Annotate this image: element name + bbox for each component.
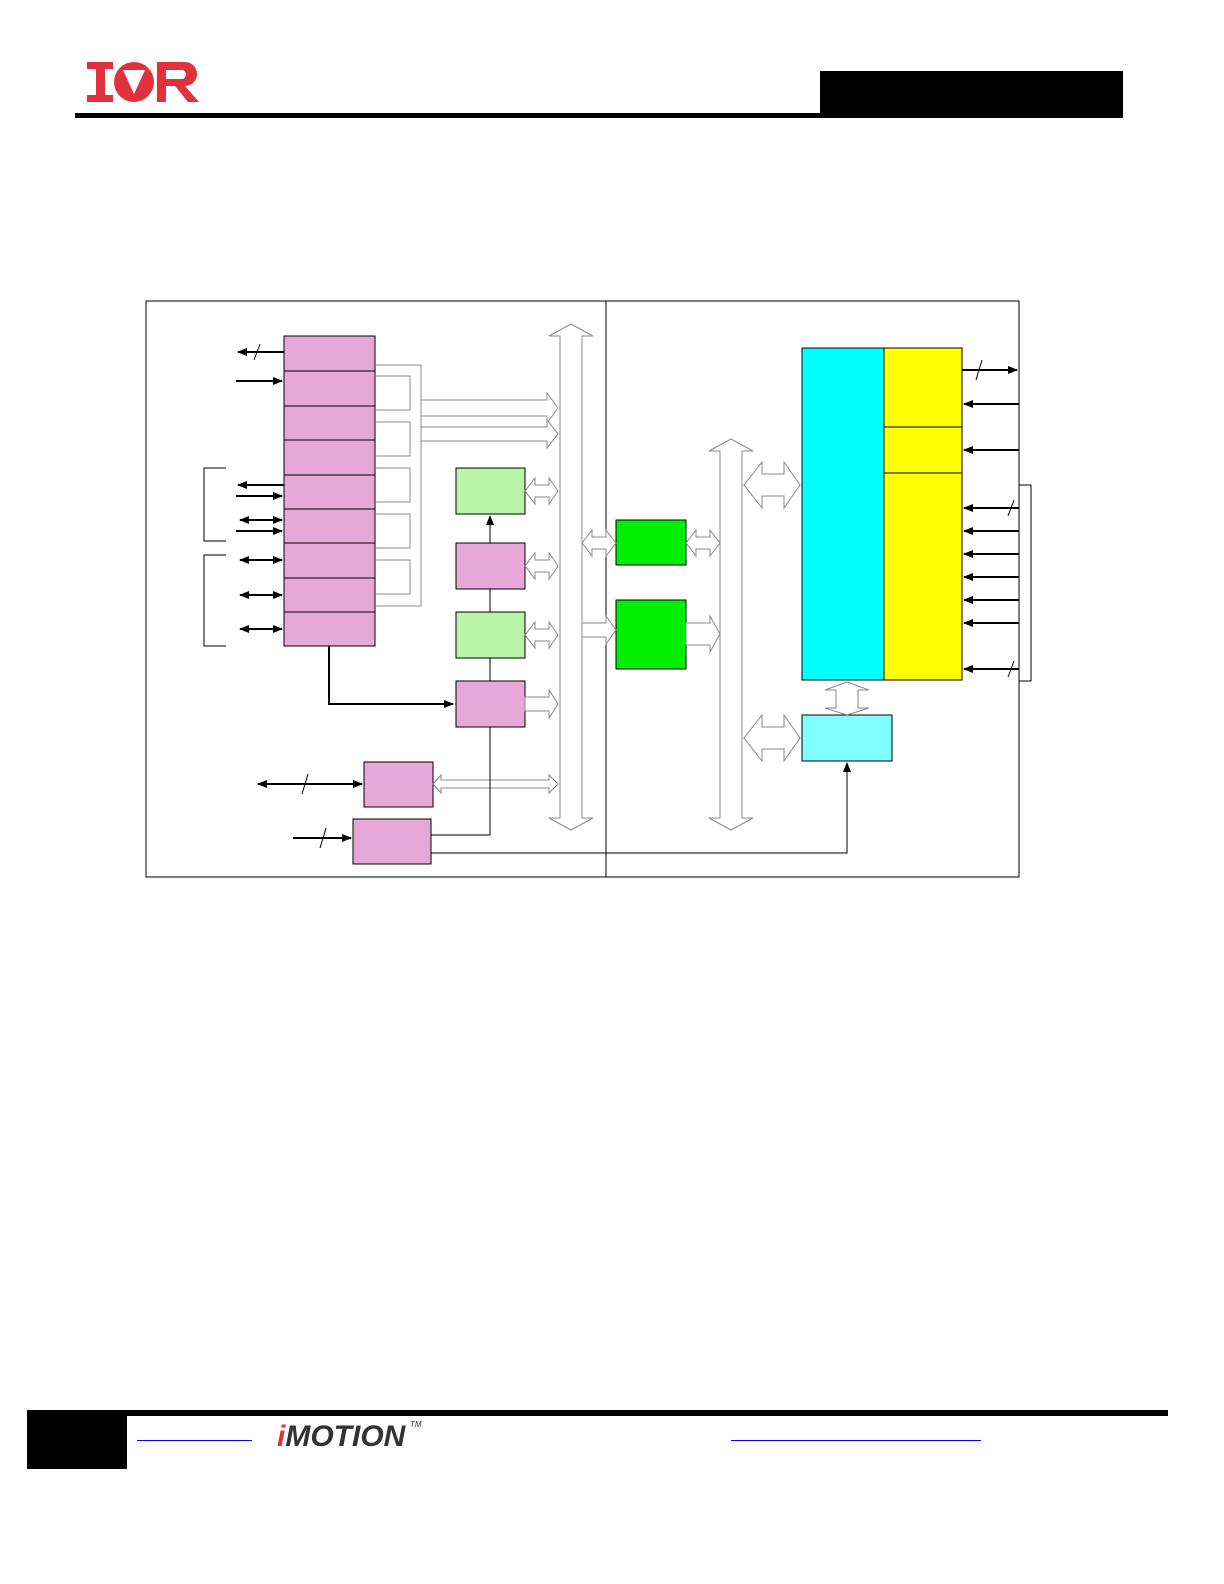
register-block (283, 611, 376, 647)
svg-text:TM: TM (410, 1420, 422, 1429)
light-green-block (455, 611, 526, 659)
bracket (203, 467, 226, 542)
register-block (283, 405, 376, 442)
register-block (283, 508, 376, 545)
left-bus (548, 323, 594, 831)
yellow-block (883, 347, 963, 428)
bracket (1019, 484, 1032, 682)
register-block (283, 439, 376, 476)
register-block (283, 335, 376, 372)
cpu-core-block (801, 347, 885, 681)
imotion-logo: iMOTION TM (277, 1420, 422, 1453)
bridge-block (615, 599, 687, 670)
footer-link-left[interactable] (137, 1440, 252, 1441)
svg-text:iMOTION: iMOTION (277, 1420, 407, 1453)
bridge-block (615, 519, 687, 566)
yellow-block (883, 426, 963, 474)
yellow-block (883, 472, 963, 681)
pink-block (352, 818, 432, 865)
light-green-block (455, 467, 526, 515)
register-stack (283, 335, 376, 647)
register-block (283, 370, 376, 407)
header-black-box (820, 71, 1123, 118)
pink-block (363, 761, 434, 808)
register-block (283, 577, 376, 613)
light-cyan-block (801, 714, 893, 762)
register-block (283, 474, 376, 511)
register-block (283, 542, 376, 579)
right-bus (708, 438, 754, 831)
footer-rule (27, 1410, 1168, 1416)
pink-block (455, 680, 526, 728)
ior-logo (87, 62, 199, 102)
bracket (203, 554, 226, 647)
footer-link-right[interactable] (731, 1440, 981, 1441)
footer-black-box (27, 1414, 127, 1469)
diagram-frame (145, 300, 1020, 878)
pink-block (455, 542, 526, 590)
header-rule (75, 113, 1123, 118)
